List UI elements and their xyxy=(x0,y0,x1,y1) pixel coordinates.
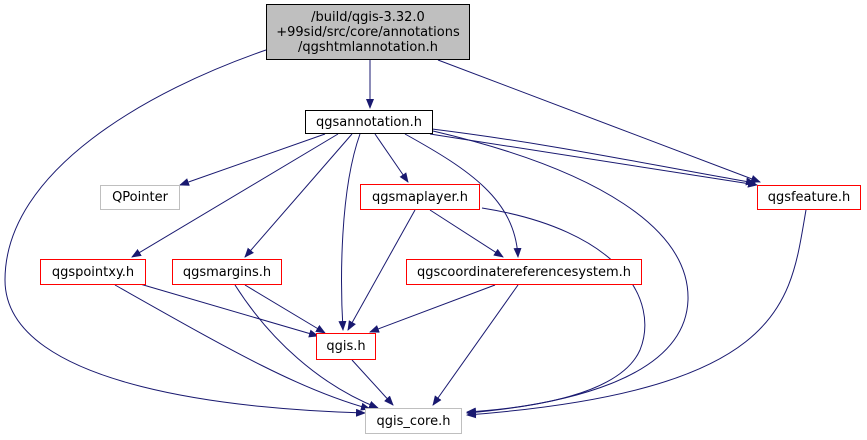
edge-qgsmaplayer-to-qgis-core xyxy=(466,207,646,416)
edge-root-to-qgis-core xyxy=(4,49,366,417)
node-qgscoordinatereferencesystem-label: qgscoordinatereferencesystem.h xyxy=(416,264,632,280)
edge-qgscrs-to-qgis-core xyxy=(432,284,519,406)
node-root-qgshtmlannotation[interactable]: /build/qgis-3.32.0 +99sid/src/core/annot… xyxy=(266,4,470,60)
node-qpointer-label: QPointer xyxy=(112,190,168,205)
node-qgscoordinatereferencesystem[interactable]: qgscoordinatereferencesystem.h xyxy=(406,259,642,285)
node-qgsmaplayer[interactable]: qgsmaplayer.h xyxy=(360,184,480,210)
node-qgis-core[interactable]: qgis_core.h xyxy=(365,408,462,434)
node-qgis-label: qgis.h xyxy=(326,339,366,354)
node-qgsmargins-label: qgsmargins.h xyxy=(182,264,272,280)
node-qgspointxy[interactable]: qgspointxy.h xyxy=(40,259,146,285)
edge-qgscrs-to-qgis xyxy=(369,284,496,333)
edge-qgsannotation-to-qgsfeature xyxy=(429,133,758,188)
node-qgsannotation[interactable]: qgsannotation.h xyxy=(305,110,433,134)
edge-qgsannotation-to-qgsfeature-upper xyxy=(431,128,756,186)
edge-qgsmargins-to-qgis xyxy=(244,284,326,334)
node-root-line-1: /build/qgis-3.32.0 xyxy=(311,9,425,25)
edge-qgspointxy-to-qgis xyxy=(139,283,319,338)
edge-qgsannotation-to-qgscrs xyxy=(404,133,522,258)
node-qgsannotation-label: qgsannotation.h xyxy=(315,114,422,130)
node-qpointer[interactable]: QPointer xyxy=(100,185,180,210)
node-qgis[interactable]: qgis.h xyxy=(316,333,376,360)
edge-qgsannotation-to-qgsmargins xyxy=(244,133,353,258)
node-qgsmargins[interactable]: qgsmargins.h xyxy=(172,259,282,285)
edge-qgsannotation-to-qgsmaplayer xyxy=(374,133,409,183)
edge-qgsannotation-to-qgspointxy xyxy=(131,133,339,258)
edge-qgsannotation-to-qpointer xyxy=(179,133,326,186)
node-qgsmaplayer-label: qgsmaplayer.h xyxy=(372,189,468,205)
node-root-line-2: +99sid/src/core/annotations xyxy=(276,24,460,40)
edge-qgspointxy-to-qgis-core xyxy=(114,284,371,411)
edge-root-to-qgsfeature xyxy=(437,59,761,183)
edge-qgsmargins-to-qgis-core xyxy=(234,284,379,409)
edge-qgsmaplayer-to-qgis xyxy=(347,209,416,331)
node-root-line-3: /qgshtmlannotation.h xyxy=(297,39,438,55)
edge-qgsmaplayer-to-qgscrs xyxy=(429,209,504,258)
node-qgis-core-label: qgis_core.h xyxy=(376,413,451,429)
node-qgsfeature[interactable]: qgsfeature.h xyxy=(757,185,861,210)
node-qgsfeature-label: qgsfeature.h xyxy=(767,190,851,205)
edge-qgis-to-qgis-core xyxy=(351,359,394,406)
edge-qgsfeature-to-qgis-core xyxy=(466,209,807,419)
edge-qgsannotation-to-qgis xyxy=(338,133,361,331)
node-qgspointxy-label: qgspointxy.h xyxy=(51,264,135,280)
